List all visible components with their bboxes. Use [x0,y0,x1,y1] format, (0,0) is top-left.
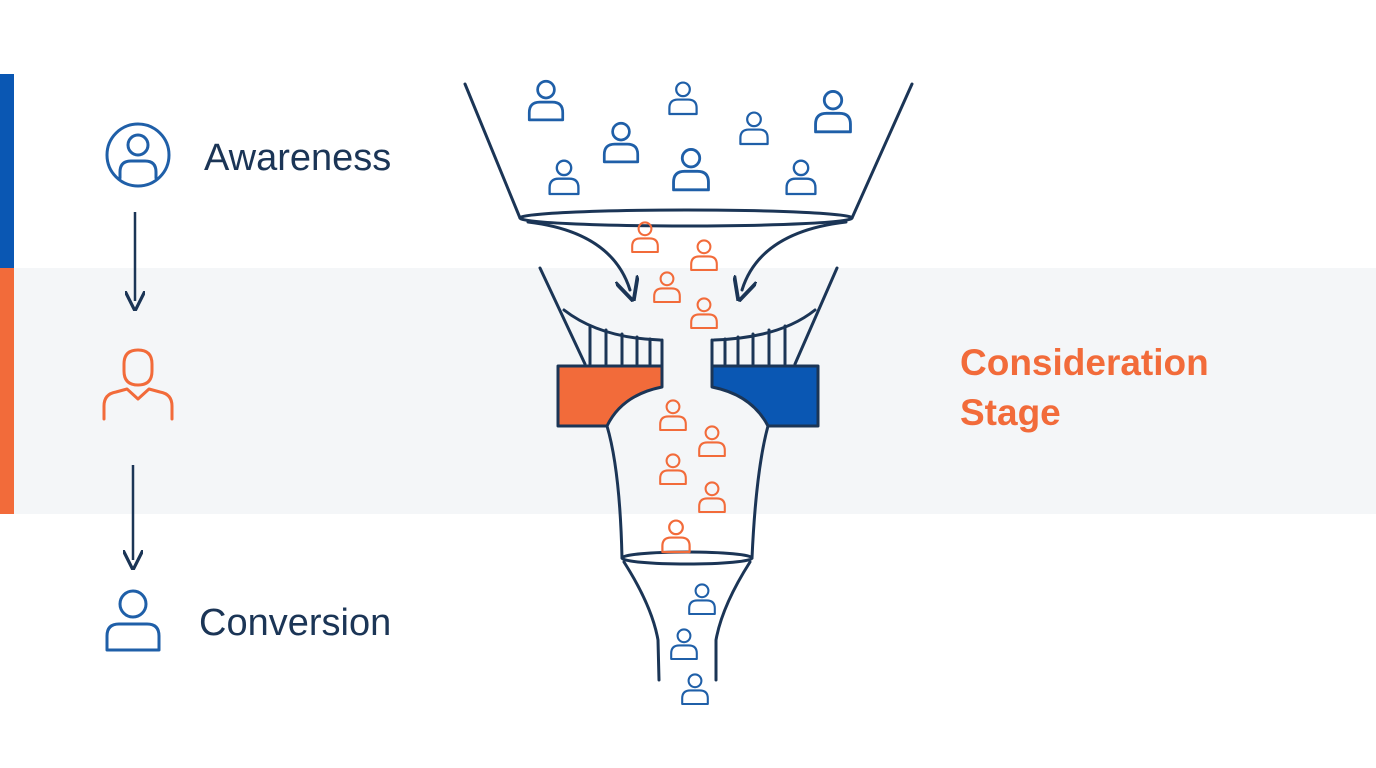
funnel-top-rim [518,208,854,228]
filter-block-blue [710,364,820,428]
consideration-accent-bar [0,268,14,514]
funnel-top-left-wall [463,82,522,220]
awareness-label: Awareness [204,137,391,179]
funnel-lower-left-wall [605,424,624,560]
highlight-label: Consideration Stage [960,342,1219,433]
funnel-spout-left [622,560,661,682]
conversion-label: Conversion [199,602,391,644]
person-circle-icon [105,122,171,188]
funnel-mid-left-outer [538,266,587,366]
funnel-mid-right-curve [712,308,817,342]
funnel [463,82,914,682]
funnel-right-comb [723,324,787,366]
awareness-accent-bar [0,74,14,268]
funnel-lower-right-wall [750,424,770,560]
funnel-spout-right [714,560,752,682]
highlight-label-line2: Stage [960,392,1061,433]
highlight-label-line1: Consideration [960,342,1209,383]
consideration-band [0,268,1376,514]
funnel-top-right-wall [850,82,914,220]
person-outline-icon [102,348,174,421]
conversion-crowd [670,583,716,706]
flow-arrow-right [742,220,848,290]
funnel-lower-rim [620,550,754,566]
funnel-left-comb [588,324,652,366]
funnel-mid-right-outer [793,266,839,366]
awareness-crowd [527,79,852,196]
person-icon [105,589,161,652]
flow-arrow-left [526,220,630,290]
